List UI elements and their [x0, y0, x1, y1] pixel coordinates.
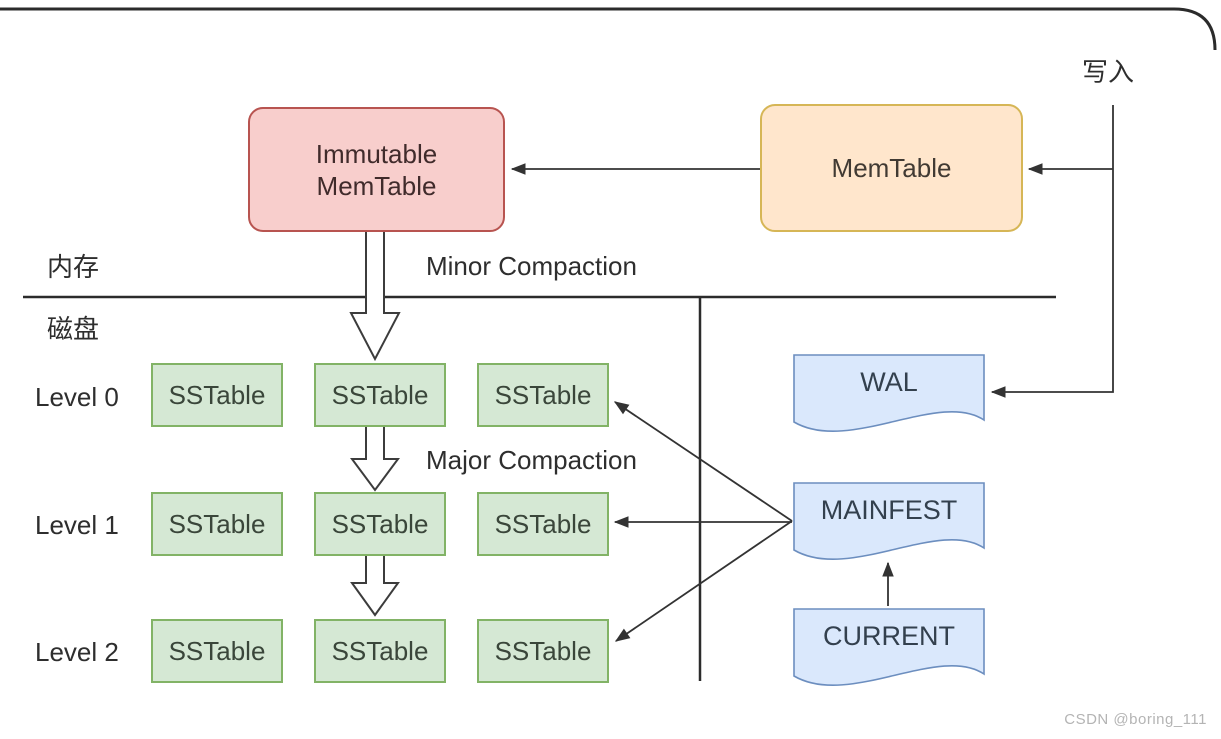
level-0-label: Level 0 — [35, 382, 119, 412]
sstable-box-level1-3: SSTable — [477, 492, 609, 556]
document-shape-icon — [793, 608, 985, 686]
minor-compaction-label: Minor Compaction — [426, 251, 637, 281]
sstable-box-level2-3: SSTable — [477, 619, 609, 683]
write-label: 写入 — [1082, 57, 1135, 87]
document-shape-icon — [793, 354, 985, 432]
major-compaction-arrow-2 — [350, 553, 400, 617]
write-to-wal-arrow — [990, 105, 1114, 398]
document-shape-icon — [793, 482, 985, 560]
sstable-box-level0-2: SSTable — [314, 363, 446, 427]
manifest-to-level0-arrow — [613, 401, 793, 522]
sstable-box-level0-1: SSTable — [151, 363, 283, 427]
current-label: CURRENT — [823, 621, 955, 651]
major-compaction-label: Major Compaction — [426, 445, 637, 475]
level-2-label: Level 2 — [35, 637, 119, 667]
minor-compaction-arrow — [349, 230, 401, 362]
sstable-box-level1-1: SSTable — [151, 492, 283, 556]
immutable-memtable-label-line1: Immutable — [315, 138, 438, 169]
watermark: CSDN @boring_111 — [1064, 711, 1207, 728]
manifest-label: MAINFEST — [820, 495, 958, 525]
major-compaction-arrow-1 — [350, 424, 400, 492]
level-1-label: Level 1 — [35, 510, 119, 540]
manifest-to-level2-arrow — [614, 520, 793, 642]
current-node: CURRENT — [793, 608, 985, 694]
disk-label: 磁盘 — [47, 314, 100, 344]
memtable-label: MemTable — [831, 152, 952, 183]
memtable-node: MemTable — [760, 104, 1023, 232]
frame-border — [0, 7, 1217, 51]
sstable-box-level2-2: SSTable — [314, 619, 446, 683]
immutable-memtable-label-line2: MemTable — [316, 170, 437, 201]
immutable-memtable-node: Immutable MemTable — [248, 107, 505, 232]
sstable-box-level1-2: SSTable — [314, 492, 446, 556]
wal-label: WAL — [860, 367, 918, 397]
wal-node: WAL — [793, 354, 985, 440]
sstable-box-level0-3: SSTable — [477, 363, 609, 427]
memory-label: 内存 — [47, 252, 100, 282]
sstable-box-level2-1: SSTable — [151, 619, 283, 683]
manifest-node: MAINFEST — [793, 482, 985, 568]
